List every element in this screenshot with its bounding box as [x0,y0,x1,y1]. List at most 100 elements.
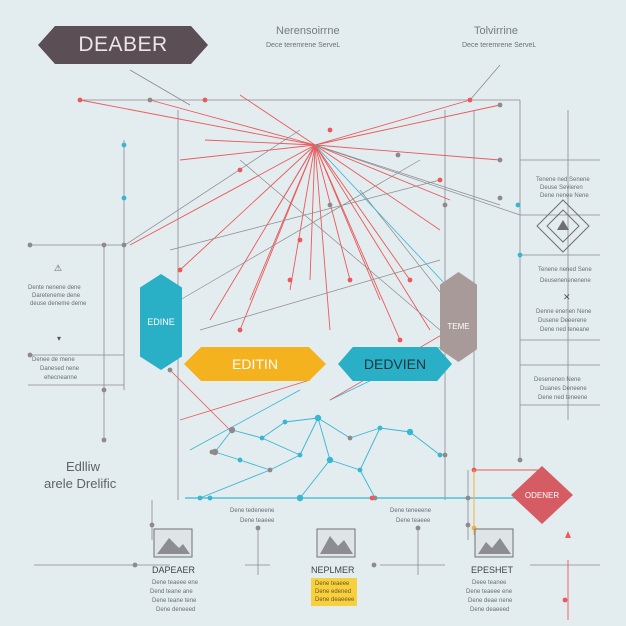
blue-link-line [314,144,461,301]
right-note-c3: Dene ned teneane [540,327,590,333]
header-right-title: Tolvirrine [474,25,519,37]
network-node-dot [497,195,503,201]
node-editin[interactable]: EDITIN [184,347,326,381]
blue-link-line [261,437,301,456]
network-node-dot [327,202,333,208]
network-node-dot [297,237,303,243]
mountain-photo-icon [316,528,356,558]
caption-line1: Edlliw [66,459,100,474]
hub-ray-line [314,144,351,281]
blue-node-dot [237,457,243,463]
blue-link-line [231,429,263,439]
network-node-dot [121,242,127,248]
blue-link-line [409,431,441,456]
network-node-dot [465,495,471,501]
blue-node-dot [326,456,334,464]
network-node-dot [497,102,503,108]
blue-link-line [317,417,331,461]
node-dedvien[interactable]: DEDVIEN [338,347,452,381]
hub-ray-line [179,144,316,271]
right-note-a3: Dene nenee Nene [540,193,589,199]
network-node-dot [177,267,183,273]
network-node-dot [517,457,523,463]
network-node-dot [347,277,353,283]
network-node-dot [465,522,471,528]
network-node-dot [395,152,401,158]
blue-node-dot [347,435,353,441]
bottom-col2-title: NEPLMER [311,565,355,575]
left-note-a3: deuse deneme deme [30,301,87,307]
network-node-dot [167,367,173,373]
bottom-col1-title: DAPEAER [152,565,196,575]
hub-ray-line [314,99,471,146]
network-node-dot [207,495,213,501]
bottom-col1-line1: Dene teaeee ene [152,580,199,586]
network-node-dot [209,449,215,455]
bottom-col2-line1: Dene teaeee [315,581,350,587]
network-node-dot [77,97,83,103]
network-node-dot [369,495,375,501]
mini-label-a2: Dene teaeee [240,518,275,524]
right-note-d2: Duanes Deneene [540,386,587,392]
blue-link-line [299,459,331,499]
arrow-down-icon: ▾ [57,334,62,343]
node-edine[interactable]: EDINE [140,274,182,370]
hub-ray-line [314,104,501,146]
hub-ray-line [204,139,316,146]
network-node-dot [442,452,448,458]
node-teme[interactable]: TEME [440,272,477,362]
right-note-b2: Deusenenenenene [540,278,591,284]
bottom-col3-line3: Dene deae nene [468,598,513,604]
hub-ray-line [314,144,331,331]
network-node-dot [437,177,443,183]
secondary-line [124,129,301,246]
network-node-dot [202,97,208,103]
network-node-dot [121,142,127,148]
node-teme-label: TEME [447,321,470,331]
hub-ray-line [314,144,451,201]
title-badge: DEABER [38,26,208,64]
marker-icon: ✕ [563,292,571,302]
bottom-col3-line4: Dene deaeeed [470,607,510,613]
blue-node-dot [314,414,322,422]
right-note-d3: Dene ned teneene [538,395,588,401]
title-badge-label: DEABER [78,33,168,56]
warning-icon: ⚠ [54,263,63,273]
header-left-title: Nerensoirrne [276,25,340,37]
bottom-col1-line3: Dene teane tene [152,598,197,604]
hub-ray-line [179,144,316,161]
hub-ray-line [79,99,316,146]
mountain-photo-icon [474,528,514,558]
network-node-dot [255,525,261,531]
header-right-subtitle: Dece teremrene ServeL [462,42,537,49]
blue-node-dot [228,426,236,434]
network-node-dot [101,437,107,443]
connector-line [169,369,231,431]
right-note-b1: Tenene nened Sene [538,267,592,273]
bottom-col2-line2: Dene edened [315,589,352,595]
node-odener-label: ODENER [524,490,560,500]
hub-ray-line [314,144,441,231]
left-note-a1: Dente nenene dene [28,285,81,291]
node-dedvien-label: DEDVIEN [363,356,427,372]
blue-link-line [284,417,319,423]
hub-ray-line [249,144,316,301]
blue-link-line [261,421,286,439]
secondary-line [314,144,521,216]
blue-node-dot [377,425,383,431]
bottom-col2-line3: Dene deaeeee [315,597,355,603]
hub-ray-line [149,99,316,146]
node-edine-label: EDINE [147,317,175,327]
secondary-line [199,259,441,331]
network-node-dot [467,97,473,103]
network-node-dot [497,157,503,163]
hub-ray-line [314,144,401,341]
blue-node-dot [267,467,273,473]
blue-link-line [239,459,271,471]
mini-label-b2: Dene teaeee [396,518,431,524]
hub-ray-line [314,144,431,331]
connector-line [179,379,311,421]
blue-link-line [299,417,319,456]
